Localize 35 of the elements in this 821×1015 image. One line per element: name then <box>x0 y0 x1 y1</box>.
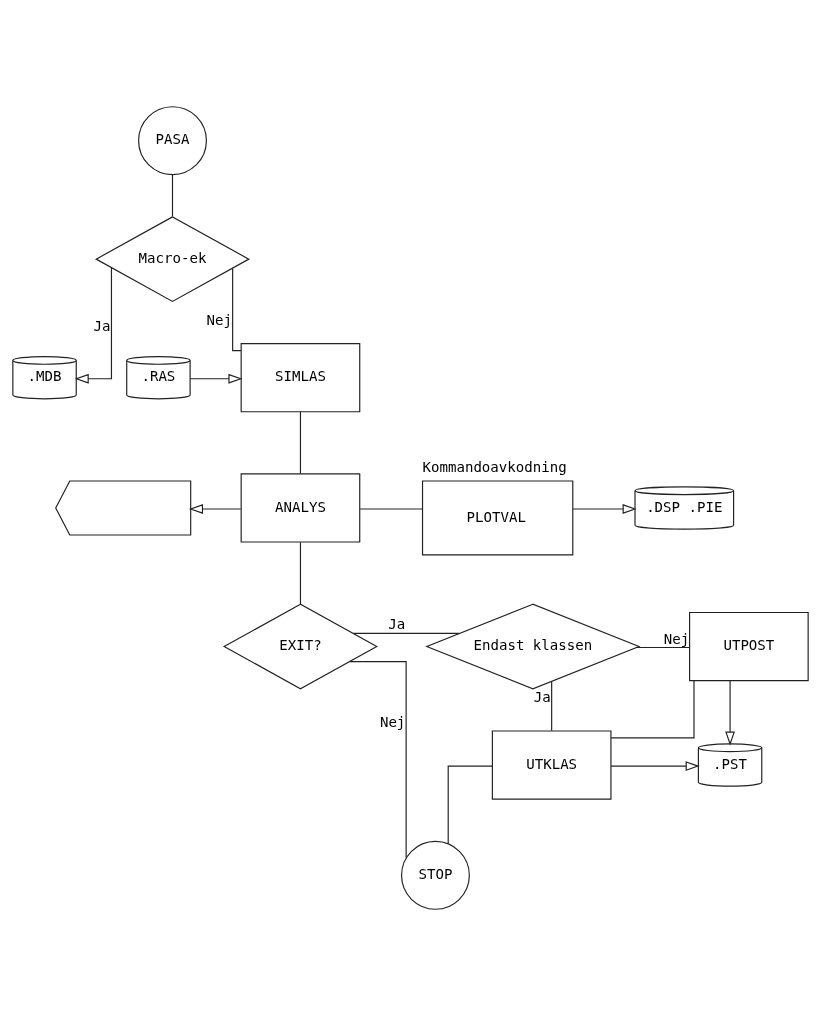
connector <box>299 541 302 605</box>
edge-label: Nej <box>206 311 232 328</box>
connector <box>359 507 424 510</box>
arrow <box>189 373 243 384</box>
connector <box>349 660 407 858</box>
connector <box>447 765 493 844</box>
node-diamond: Macro-ek <box>95 215 250 302</box>
node-diamond: EXIT? <box>222 603 378 689</box>
connector <box>635 646 691 648</box>
arrow <box>188 503 242 514</box>
node-box: ANALYS <box>240 472 361 543</box>
arrow <box>610 760 700 771</box>
node-diamond: Endast klassen <box>425 603 641 689</box>
arrow <box>74 266 113 384</box>
node-display <box>55 479 192 536</box>
connector <box>299 410 302 474</box>
edge-label: Ja <box>533 688 551 705</box>
edge-label: Ja <box>388 615 406 632</box>
connector <box>171 173 174 217</box>
node-label: Kommandoavkodning <box>422 458 567 475</box>
arrow <box>725 679 735 746</box>
node-circle: STOP <box>400 840 470 910</box>
edge-label: Ja <box>93 317 111 334</box>
edge-label: Nej <box>663 630 690 647</box>
node-box: UTPOST <box>689 611 809 681</box>
arrow <box>572 503 637 514</box>
connector <box>610 680 695 738</box>
connector <box>551 680 553 731</box>
node-circle: PASA <box>138 105 207 175</box>
connector <box>352 632 460 634</box>
edge-label: Nej <box>379 713 406 730</box>
node-box: SIMLAS <box>240 342 361 412</box>
node-box: UTKLAS <box>491 729 612 800</box>
node-box: PLOTVAL <box>421 479 574 556</box>
connector <box>232 267 242 351</box>
